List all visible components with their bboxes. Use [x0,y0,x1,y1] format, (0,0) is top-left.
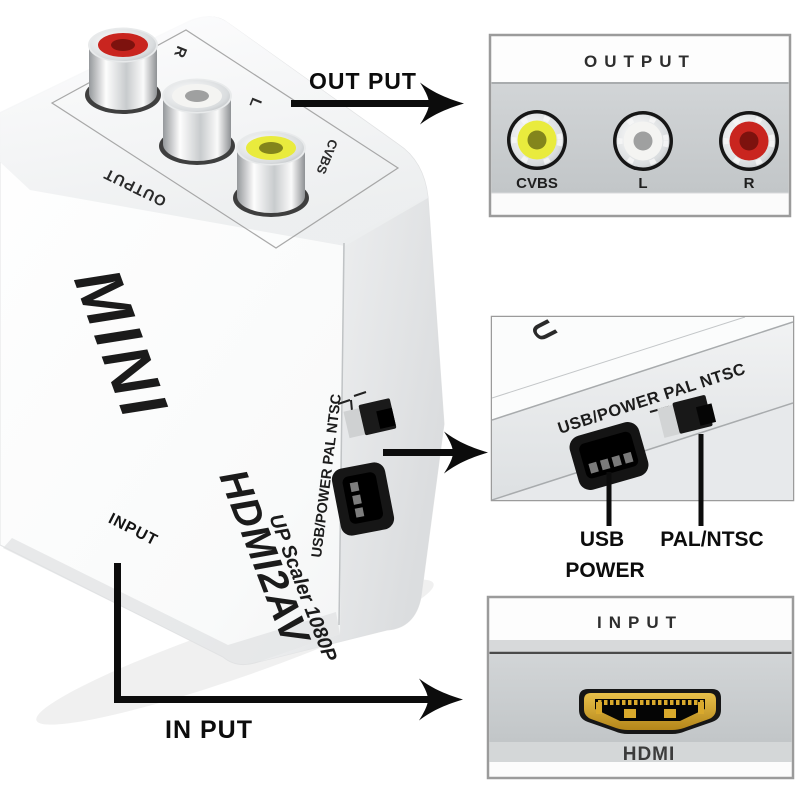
input-arrow-label: IN PUT [165,716,253,744]
converter-device: R L CVBS OUTPUT MINI HDMI2AV UP Scaler 1… [0,16,445,725]
hdmi-port [579,689,721,734]
device-bottom-edge [3,538,340,665]
output-arrow: OUT PUT [291,68,464,125]
callout-power-label: POWER [565,559,644,582]
inset-pal-ntsc-switch [657,395,717,438]
inset-jack-r-label: R [744,175,755,192]
device-front-side-seam [338,242,345,626]
callout-pal-ntsc-label: PAL/NTSC [660,528,763,551]
inset-input-title: INPUT [597,613,683,632]
output-arrow-label: OUT PUT [309,68,417,94]
rca-jack-r [85,27,161,114]
inset-output-panel: OUTPUT CVBS L R [488,33,792,218]
pal-ntsc-switch-device [343,398,397,439]
inset-jack-cvbs-label: CVBS [516,175,558,192]
input-arrow: IN PUT [114,563,463,744]
inset-jack-r: R [719,111,779,192]
rca-jack-l [159,78,235,165]
mini-usb-port-device [331,462,395,536]
power-arrow [383,431,488,474]
hdmi-pins [596,700,704,718]
inset-jack-cvbs: CVBS [507,110,567,192]
inset-output-title: OUTPUT [584,52,696,71]
inset-power-panel: U USB/POWER PAL NTSC USB PAL/NTSC POWER [490,315,795,582]
inset-input-panel: INPUT HDMI [486,595,795,780]
hdmi-port-label: HDMI [623,744,676,765]
inset-jack-l: L [613,111,673,192]
callout-usb-label: USB [580,528,624,551]
inset-mini-usb-port [569,422,649,490]
pal-ntsc-marks [337,391,367,412]
inset-jack-l-label: L [638,175,647,192]
rca-jack-cvbs [233,130,309,217]
